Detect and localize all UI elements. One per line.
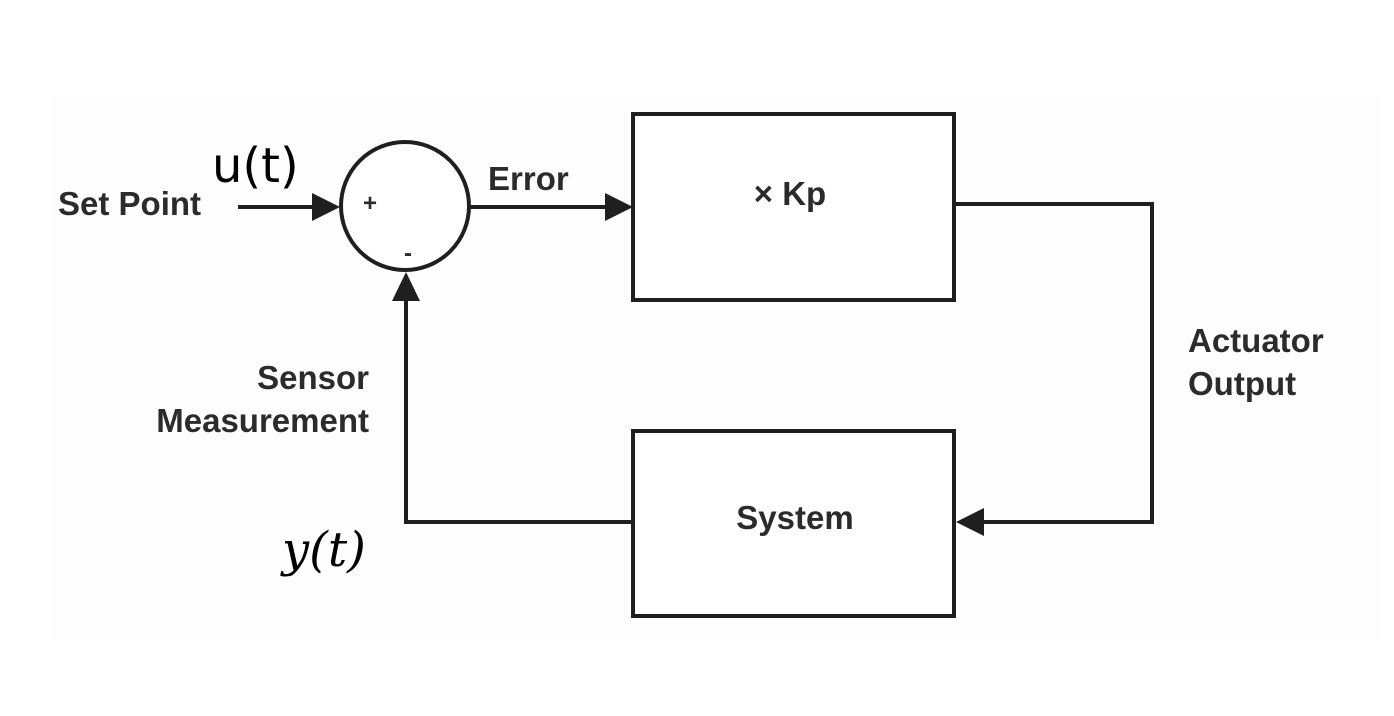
actuator-output-arrowhead <box>956 508 984 536</box>
actuator-output-label-line2: Output <box>1188 365 1296 402</box>
sensor-feedback-arrowhead <box>392 272 420 301</box>
actuator-output-line <box>954 202 1154 524</box>
sensor-feedback-line <box>404 300 633 524</box>
summing-plus-sign: + <box>363 190 377 217</box>
set-point-arrowhead <box>312 193 340 221</box>
sensor-label-line2: Measurement <box>156 402 369 439</box>
summing-minus-sign: - <box>404 240 412 267</box>
system-block-label: System <box>736 499 853 536</box>
error-label: Error <box>488 160 569 197</box>
sensor-label-line1: Sensor <box>257 359 369 396</box>
error-arrowhead <box>605 193 633 221</box>
gain-block-label: × Kp <box>754 175 826 212</box>
set-point-label: Set Point <box>58 185 201 222</box>
set-point-signal-label: u(t) <box>212 138 299 194</box>
actuator-output-label-line1: Actuator <box>1188 322 1324 359</box>
output-signal-label: y(t) <box>280 522 366 578</box>
system-block <box>631 429 956 618</box>
gain-block <box>631 112 956 302</box>
